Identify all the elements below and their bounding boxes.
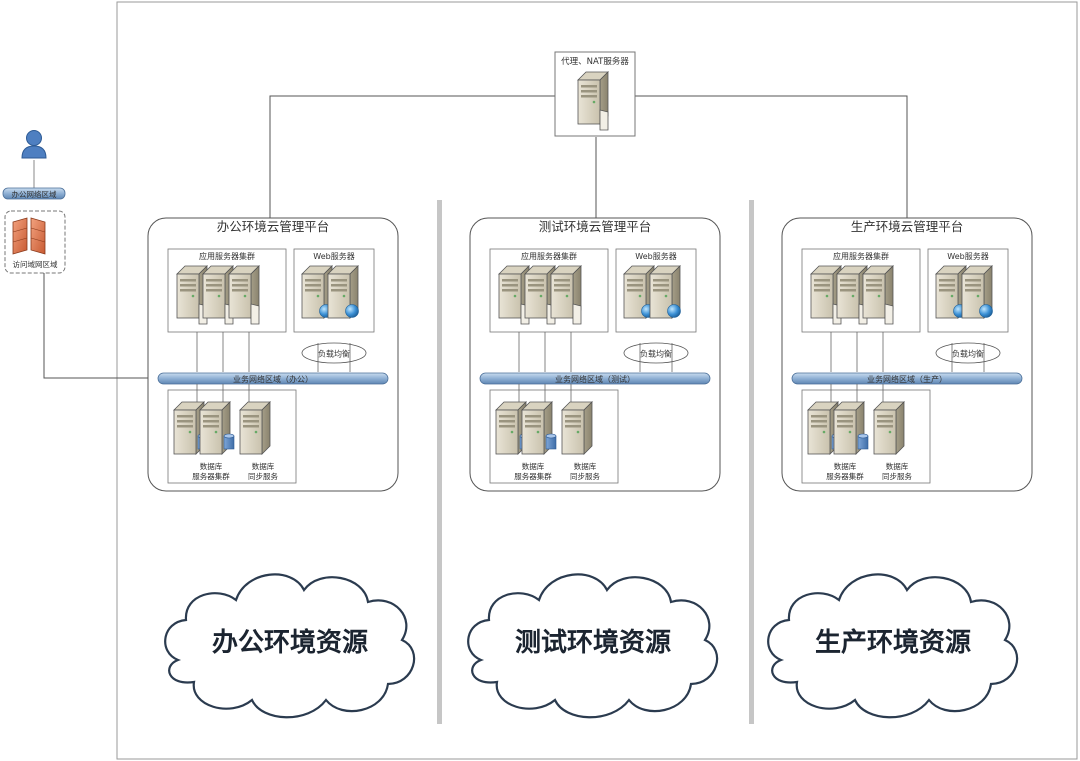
proxy-server: 代理、NAT服务器	[554, 51, 636, 137]
app-cluster-label: 应用服务器集群	[199, 251, 255, 261]
server-icon	[499, 266, 529, 324]
load-balancer-label: 负载均衡	[952, 349, 984, 359]
load-balancer-label: 负载均衡	[318, 349, 350, 359]
app-cluster-label: 应用服务器集群	[521, 251, 577, 261]
globe-icon	[667, 304, 681, 318]
server-icon	[525, 266, 555, 324]
db-sync-label: 数据库	[574, 461, 597, 471]
left-access: 办公网络区域 访问域网区域	[2, 130, 160, 379]
server-icon	[863, 266, 893, 324]
business-network-bus	[479, 372, 711, 385]
separator-bar	[749, 200, 754, 724]
cloud-shape	[767, 573, 1019, 719]
db-sync-label: 同步服务	[882, 471, 912, 481]
load-balancer-label: 负载均衡	[640, 349, 672, 359]
server-icon	[578, 72, 608, 130]
business-network-label: 业务网络区域（测试）	[555, 374, 635, 384]
firewall-label: 访问域网区域	[13, 259, 58, 269]
resource-cloud: 测试环境资源	[467, 573, 719, 719]
resource-cloud: 生产环境资源	[767, 573, 1019, 719]
firewall-box	[4, 210, 66, 274]
db-main-label: 服务器集群	[192, 471, 230, 481]
server-icon	[837, 266, 867, 324]
db-main-label: 数据库	[200, 461, 223, 471]
proxy-label: 代理、NAT服务器	[561, 56, 629, 67]
business-network-bus	[157, 372, 389, 385]
office-network-label: 办公网络区域	[12, 189, 57, 199]
business-network-label: 业务网络区域（办公）	[233, 374, 313, 384]
business-network-bus	[791, 372, 1023, 385]
server-icon	[177, 266, 207, 324]
cloud-label: 测试环境资源	[515, 627, 671, 658]
office-network-bar	[2, 187, 66, 200]
db-main-label: 数据库	[522, 461, 545, 471]
cloud-label: 生产环境资源	[815, 627, 971, 658]
proxy-connectors	[269, 95, 908, 218]
cloud-shape	[164, 573, 416, 719]
globe-icon	[345, 304, 359, 318]
user-icon	[21, 130, 47, 159]
db-main-label: 数据库	[834, 461, 857, 471]
db-sync-label: 同步服务	[570, 471, 600, 481]
app-cluster-label: 应用服务器集群	[833, 251, 889, 261]
firewall-icon	[12, 217, 46, 255]
platform-title: 办公环境云管理平台	[217, 219, 330, 234]
db-main-label: 服务器集群	[826, 471, 864, 481]
server-icon	[551, 266, 581, 324]
db-main-label: 服务器集群	[514, 471, 552, 481]
resource-cloud: 办公环境资源	[164, 573, 416, 719]
server-icon	[203, 266, 233, 324]
cloud-label: 办公环境资源	[212, 627, 368, 658]
web-cluster-label: Web服务器	[313, 251, 354, 261]
db-sync-label: 数据库	[886, 461, 909, 471]
web-cluster-label: Web服务器	[947, 251, 988, 261]
server-icon	[811, 266, 841, 324]
outer-frame	[116, 1, 1078, 760]
globe-icon	[979, 304, 993, 318]
server-icon	[561, 401, 593, 455]
db-sync-label: 同步服务	[248, 471, 278, 481]
web-cluster-label: Web服务器	[635, 251, 676, 261]
platform-title: 测试环境云管理平台	[539, 219, 652, 234]
business-network-label: 业务网络区域（生产）	[867, 374, 947, 384]
platform-title: 生产环境云管理平台	[851, 219, 964, 234]
separator-bar	[437, 200, 442, 724]
db-sync-label: 数据库	[252, 461, 275, 471]
cloud-shape	[467, 573, 719, 719]
server-icon	[229, 266, 259, 324]
server-icon	[239, 401, 271, 455]
server-icon	[873, 401, 905, 455]
